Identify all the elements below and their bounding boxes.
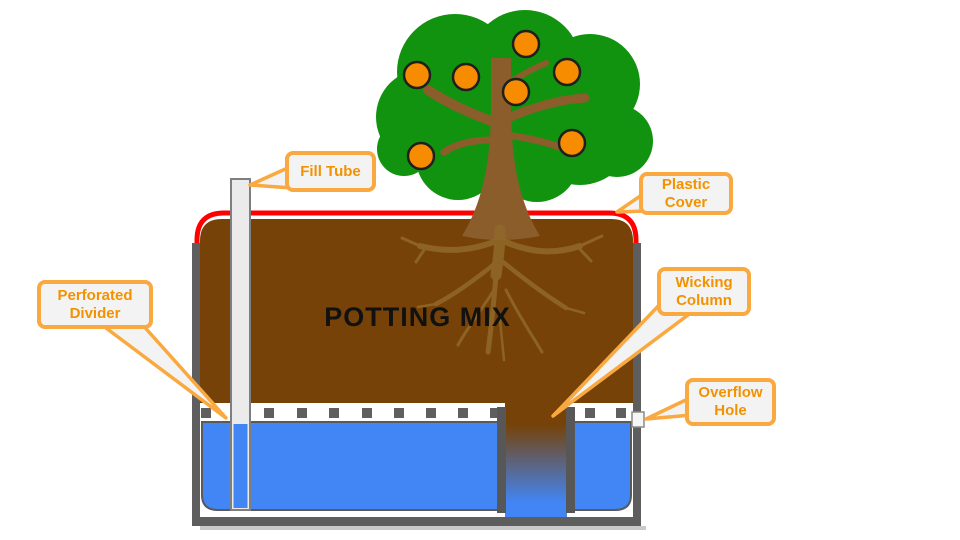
callout-plastic-cover: Plastic Cover [639,172,733,215]
callout-perforated-divider-line2: Divider [69,304,121,322]
plastic-cover-line [194,210,639,252]
fruit [406,141,436,171]
container-shadow [200,526,646,530]
callout-plastic-cover-line1: Plastic [661,175,711,193]
fruit [557,128,587,158]
wicking-column-walls [497,407,575,513]
overflow-hole-marker [631,411,645,428]
divider-perforations [201,408,626,418]
fruit [402,60,432,90]
fruit [501,77,531,107]
fruit [511,29,541,59]
callout-plastic-cover-line2: Cover [664,193,708,211]
callout-overflow-hole-line1: Overflow [698,384,763,401]
callout-perforated-divider-line1: Perforated [57,286,133,304]
callout-wicking-column-line2: Column [676,291,732,309]
container-right-wall [633,243,641,525]
fruit [451,62,481,92]
orange-fruits [402,29,587,171]
fill-tube-water [233,424,248,508]
callout-perforated-divider: Perforated Divider [37,280,153,329]
fruit [552,57,582,87]
potting-mix-area [200,219,633,410]
potting-mix-label: POTTING MIX [324,302,511,332]
callout-wicking-column-line1: Wicking [675,273,733,291]
callout-wicking-column: Wicking Column [657,267,751,316]
callout-overflow-hole-line2: Hole [714,402,747,419]
callout-overflow-hole: Overflow Hole [685,378,776,426]
callout-fill-tube: Fill Tube [285,151,376,192]
tree-roots [400,224,604,362]
callout-fill-tube-text: Fill Tube [300,162,361,180]
container-bottom-wall [192,517,641,526]
wicking-column-area [505,403,567,520]
callout-tails [96,164,694,421]
